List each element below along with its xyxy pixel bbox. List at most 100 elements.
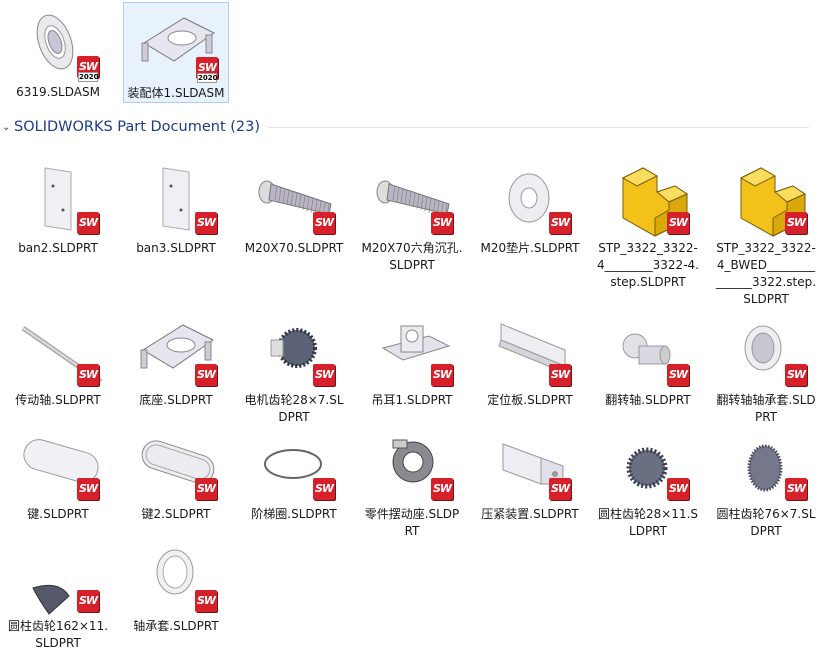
file-item[interactable]: SW 键2.SLDPRT: [123, 424, 229, 523]
model-preview-icon: [508, 173, 550, 223]
file-name: M20X70六角沉孔.SLDPRT: [361, 241, 463, 272]
solidworks-badge-icon: SW: [195, 590, 217, 612]
badge-text: SW: [668, 482, 688, 495]
file-name: 键2.SLDPRT: [141, 507, 211, 521]
file-item[interactable]: SW M20X70.SLDPRT: [241, 158, 347, 257]
solidworks-badge-icon: SW: [77, 364, 99, 386]
file-item[interactable]: SW 圆柱齿轮28×11.SLDPRT: [595, 424, 701, 540]
badge-text: SW: [432, 482, 452, 495]
file-item[interactable]: SW STP_3322_3322-4________3322-4.step.SLD…: [595, 158, 701, 291]
file-thumbnail: SW: [123, 310, 229, 390]
file-item[interactable]: SW 圆柱齿轮76×7.SLDPRT: [713, 424, 819, 540]
model-preview-icon: [744, 325, 782, 371]
file-item[interactable]: SW 吊耳1.SLDPRT: [359, 310, 465, 409]
model-preview-icon: [392, 439, 434, 483]
badge-text: SW: [314, 482, 334, 495]
file-name: ban2.SLDPRT: [18, 241, 98, 255]
solidworks-badge-icon: SW: [431, 478, 453, 500]
solidworks-badge-icon: SW: [195, 478, 217, 500]
badge-text: SW: [314, 216, 334, 229]
solidworks-badge-icon: SW: [667, 364, 689, 386]
badge-text: SW: [197, 61, 217, 74]
group-title: SOLIDWORKS Part Document (23): [14, 119, 261, 135]
file-name: 圆柱齿轮28×11.SLDPRT: [597, 507, 699, 538]
badge-text: SW: [550, 482, 570, 495]
file-name: M20X70.SLDPRT: [244, 241, 344, 255]
file-thumbnail: SW: [5, 536, 111, 616]
file-thumbnail: SW: [477, 158, 583, 238]
badge-text: SW: [550, 368, 570, 381]
file-thumbnail: SW: [359, 158, 465, 238]
solidworks-badge-icon: SW: [785, 478, 807, 500]
badge-text: SW: [196, 216, 216, 229]
file-name: STP_3322_3322-4________3322-4.step.SLDPR…: [597, 241, 699, 289]
badge-text: SW: [78, 368, 98, 381]
badge-text: SW: [786, 482, 806, 495]
solidworks-badge-icon: SW: [785, 364, 807, 386]
badge-text: SW: [196, 594, 216, 607]
solidworks-badge-icon: SW: [549, 478, 571, 500]
chevron-down-icon[interactable]: ⌄: [2, 121, 11, 133]
model-preview-icon: [626, 447, 668, 489]
model-preview-icon: [141, 440, 215, 484]
badge-text: SW: [78, 594, 98, 607]
file-thumbnail: SW: [713, 158, 819, 238]
file-name: 6319.SLDASM: [16, 85, 100, 99]
solidworks-badge-icon: SW: [313, 478, 335, 500]
badge-text: SW: [786, 368, 806, 381]
model-preview-icon: [264, 449, 322, 479]
file-thumbnail: SW: [241, 424, 347, 504]
model-preview-icon: [140, 324, 214, 369]
solidworks-badge-icon: SW: [667, 478, 689, 500]
file-thumbnail: SW: [123, 424, 229, 504]
model-preview-icon: [747, 444, 783, 492]
badge-text: SW: [668, 216, 688, 229]
model-preview-icon: [36, 14, 74, 70]
file-thumbnail: SW: [123, 158, 229, 238]
file-name: 吊耳1.SLDPRT: [371, 393, 453, 407]
file-item[interactable]: SW 圆柱齿轮162×11.SLDPRT: [5, 536, 111, 652]
solidworks-badge-icon: SW: [549, 364, 571, 386]
file-thumbnail: SW: [5, 158, 111, 238]
file-name: 圆柱齿轮76×7.SLDPRT: [716, 507, 816, 538]
group-header-part-documents[interactable]: ⌄ SOLIDWORKS Part Document (23): [0, 116, 809, 138]
file-name: 圆柱齿轮162×11.SLDPRT: [7, 619, 109, 650]
file-thumbnail: SW: [713, 310, 819, 390]
file-thumbnail: SW: [595, 158, 701, 238]
file-name: 定位板.SLDPRT: [487, 393, 573, 407]
version-label: 2020: [78, 72, 99, 82]
badge-text: SW: [78, 216, 98, 229]
file-item[interactable]: SW ban2.SLDPRT: [5, 158, 111, 257]
solidworks-badge-icon: SW: [313, 364, 335, 386]
badge-text: SW: [196, 482, 216, 495]
model-preview-icon: [23, 439, 99, 483]
model-preview-icon: [270, 328, 317, 368]
version-label: 2020: [197, 73, 218, 83]
file-thumbnail: SW: [241, 310, 347, 390]
badge-text: SW: [78, 60, 98, 73]
solidworks-badge-icon: SW: [195, 212, 217, 234]
group-divider: [268, 126, 809, 128]
file-item[interactable]: SW 定位板.SLDPRT: [477, 310, 583, 409]
file-thumbnail: SW: [359, 310, 465, 390]
